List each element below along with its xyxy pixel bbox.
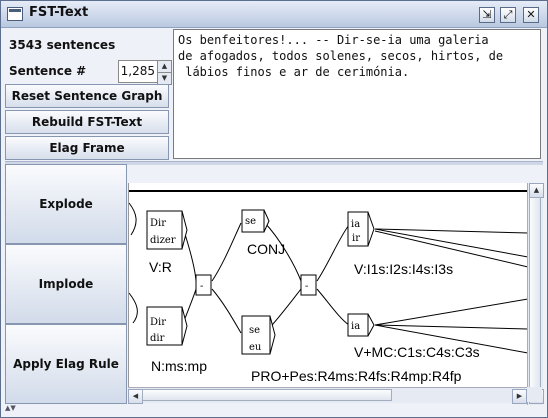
- box-dash-1: -: [195, 274, 212, 296]
- vertical-scroll-thumb[interactable]: [529, 197, 541, 395]
- window-title: FST-Text: [29, 5, 89, 20]
- box-dash-2: -: [300, 274, 317, 296]
- sentence-number-label: Sentence #: [9, 64, 87, 78]
- spinner-down-icon[interactable]: ▼: [161, 74, 168, 82]
- split-arrows-icon[interactable]: ▲▼: [5, 404, 16, 412]
- explode-label: Explode: [39, 197, 93, 211]
- scroll-left-icon[interactable]: ◀: [128, 389, 143, 404]
- tag-pro: PRO+Pes:R4ms:R4fs:R4mp:R4fp: [251, 368, 462, 384]
- tag-conj: CONJ: [247, 241, 285, 257]
- horizontal-scroll-thumb[interactable]: [142, 389, 392, 401]
- tag-vr: V:R: [149, 259, 172, 275]
- implode-label: Implode: [38, 277, 94, 291]
- box-dir-dir: Dir dir: [146, 306, 188, 346]
- box-ia-ir-bottom: ir: [352, 233, 360, 244]
- restore-icon[interactable]: ⇲: [479, 7, 495, 23]
- box-dash-1-label: -: [200, 281, 203, 292]
- box-se-eu-top: se: [249, 325, 260, 336]
- box-se-eu-bottom: eu: [249, 342, 262, 353]
- box-ia-mc: ia: [347, 313, 375, 337]
- vertical-scrollbar[interactable]: ▲ ▼: [527, 183, 544, 405]
- tag-vi: V:I1s:I2s:I4s:I3s: [354, 261, 453, 277]
- sentence-graph-canvas[interactable]: Dir dizer Dir dir se se eu: [128, 183, 528, 387]
- tag-vmc: V+MC:C1s:C4s:C3s: [354, 344, 480, 360]
- rebuild-fst-text-button[interactable]: Rebuild FST-Text: [5, 110, 169, 134]
- apply-elag-label: Apply Elag Rule: [13, 357, 119, 371]
- box-dash-2-label: -: [305, 281, 308, 292]
- horizontal-scrollbar[interactable]: ◀ ▶: [128, 387, 527, 404]
- split-divider[interactable]: [5, 161, 543, 165]
- sentence-number-field[interactable]: 1,285: [118, 60, 158, 83]
- scroll-right-icon[interactable]: ▶: [512, 389, 527, 404]
- box-dir-dir-top: Dir: [150, 317, 166, 328]
- close-icon[interactable]: ✕: [523, 7, 539, 23]
- scroll-corner: [527, 387, 542, 402]
- box-se-eu: se eu: [241, 315, 276, 355]
- box-dir-dizer-bottom: dizer: [150, 235, 176, 246]
- box-dir-dir-bottom: dir: [150, 333, 165, 344]
- elag-frame-button[interactable]: Elag Frame: [5, 136, 169, 160]
- tag-nmsmp: N:ms:mp: [151, 358, 207, 374]
- title-bar[interactable]: FST-Text ⇲ ⤢ ✕: [1, 1, 547, 28]
- automaton-graph: Dir dizer Dir dir se se eu: [129, 190, 528, 384]
- window-icon: [7, 7, 23, 21]
- box-ia-mc-top: ia: [351, 321, 360, 332]
- explode-button[interactable]: Explode: [5, 164, 127, 244]
- box-ia-ir: ia ir: [347, 211, 375, 247]
- reset-sentence-graph-button[interactable]: Reset Sentence Graph: [5, 84, 169, 108]
- box-dir-dizer-top: Dir: [150, 218, 166, 229]
- sentence-spinner[interactable]: ▲ ▼: [157, 60, 172, 85]
- spinner-up-icon[interactable]: ▲: [158, 61, 171, 73]
- scroll-up-icon[interactable]: ▲: [529, 183, 544, 198]
- box-se-conj: se: [241, 209, 270, 233]
- box-dir-dizer: Dir dizer: [146, 210, 188, 250]
- graph-edges: [129, 202, 528, 354]
- box-ia-ir-top: ia: [351, 219, 360, 230]
- apply-elag-rule-button[interactable]: Apply Elag Rule: [5, 324, 127, 404]
- sentence-count-label: 3543 sentences: [9, 38, 116, 52]
- control-panel: 3543 sentences Sentence # 1,285 ▲ ▼: [5, 31, 172, 159]
- box-se-top: se: [245, 216, 256, 227]
- maximize-icon[interactable]: ⤢: [500, 7, 516, 23]
- implode-button[interactable]: Implode: [5, 244, 127, 324]
- sentence-text-area[interactable]: Os benfeitores!... -- Dir-se-ia uma gale…: [173, 29, 541, 159]
